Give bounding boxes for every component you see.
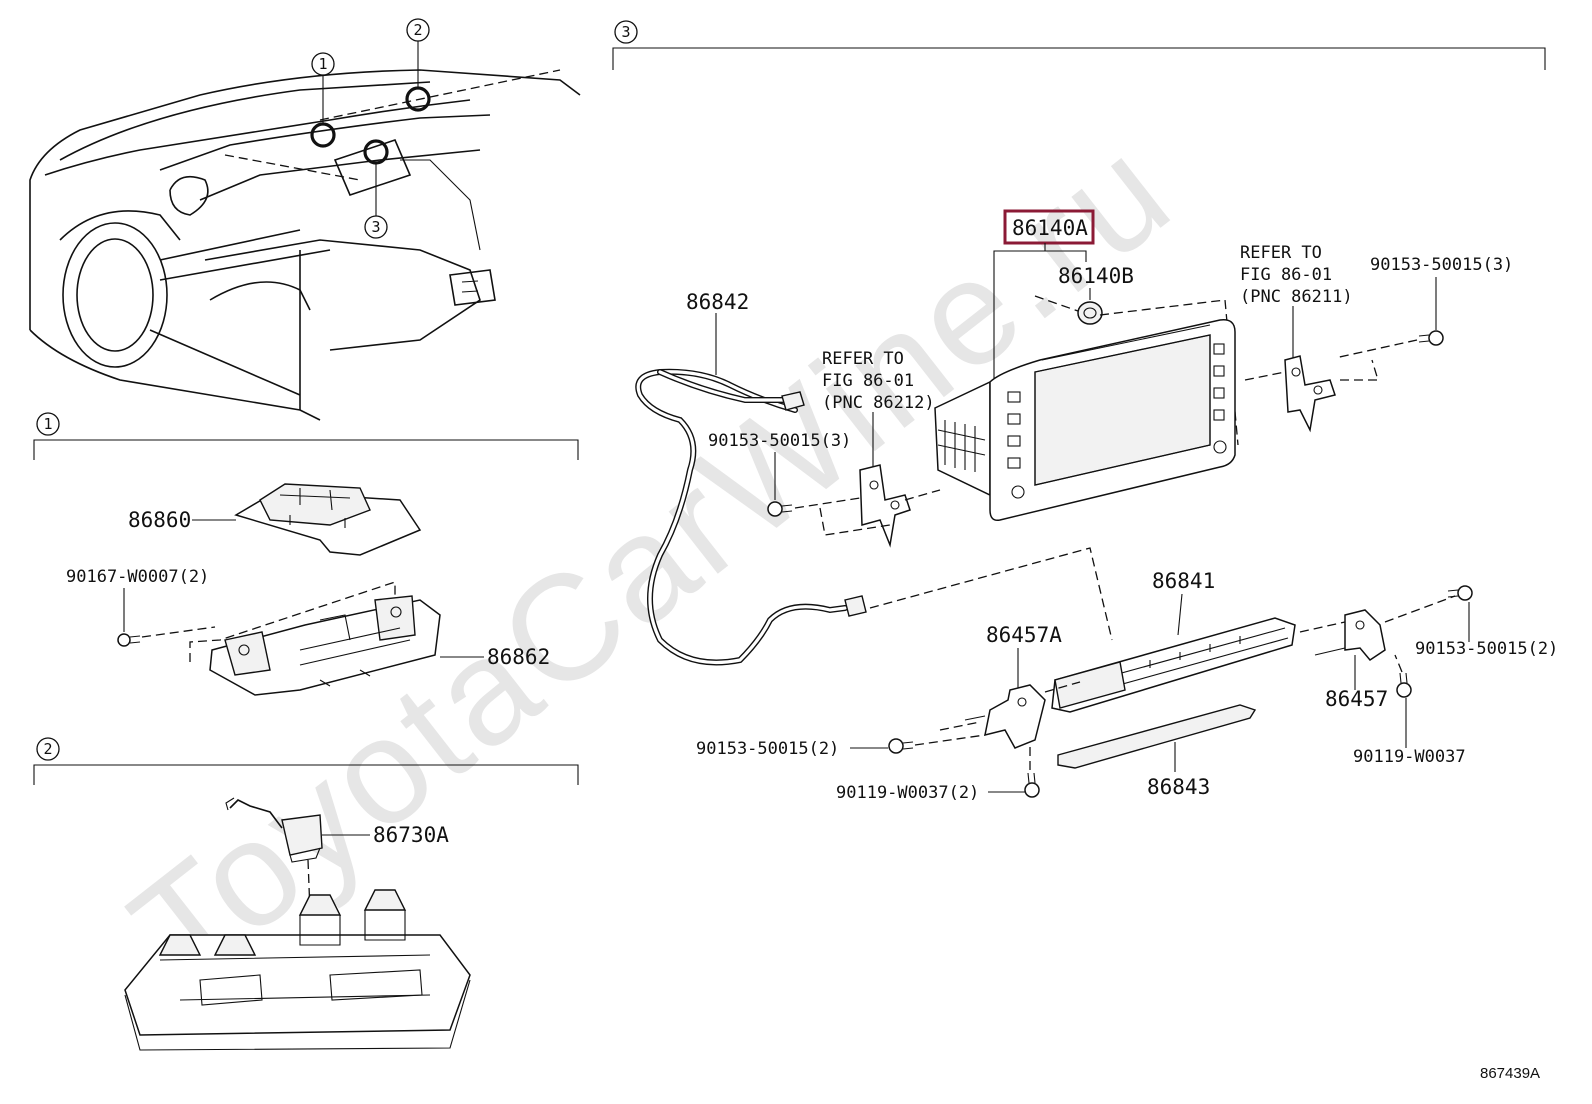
screw-90167[interactable] [117, 633, 141, 647]
label-90167-w0007[interactable]: 90167-W0007(2) [66, 567, 209, 587]
refer-note-right: REFER TO FIG 86-01 (PNC 86211) [1240, 243, 1353, 307]
part-86457A-bracket[interactable] [964, 684, 1046, 749]
highlight-86140A [1003, 209, 1095, 245]
knob-path-86140B [1034, 295, 1239, 446]
label-90153-3-right[interactable]: 90153-50015(3) [1370, 255, 1513, 275]
screw-path-90119-right [1394, 654, 1403, 673]
bolt-90153-right-bottom[interactable] [1447, 585, 1473, 601]
svg-text:(PNC 86211): (PNC 86211) [1240, 287, 1353, 307]
section-1-callout[interactable]: 1 [36, 412, 60, 436]
svg-text:REFER TO: REFER TO [1240, 243, 1322, 263]
label-90153-2-right[interactable]: 90153-50015(2) [1415, 639, 1558, 659]
bolt-path-left-top [794, 489, 941, 536]
refer-note-left: REFER TO FIG 86-01 (PNC 86212) [822, 349, 935, 413]
overhead-console [124, 889, 471, 1051]
label-86843[interactable]: 86843 [1147, 775, 1210, 799]
cable-path-86842 [869, 547, 1113, 641]
label-86842[interactable]: 86842 [686, 290, 749, 314]
screw-90119-right[interactable] [1396, 672, 1412, 698]
svg-text:1: 1 [318, 55, 327, 73]
section-1-header: 1 [33, 412, 579, 460]
section-3-header: 3 [612, 20, 1546, 70]
bolt-path-left-bottom [914, 734, 986, 746]
bolt-90153-right-top[interactable] [1418, 330, 1444, 346]
bolt-path-right-top [1244, 339, 1418, 381]
part-86841-trim-panel[interactable] [1051, 617, 1296, 713]
screw-path-90167 [141, 581, 396, 662]
label-86140A[interactable]: 86140A [1012, 216, 1088, 240]
svg-text:FIG 86-01: FIG 86-01 [1240, 265, 1332, 285]
part-86140B-knob[interactable] [1077, 301, 1103, 325]
watermark-text: ToyotaCarWine.ru [101, 104, 1201, 1015]
svg-text:1: 1 [43, 415, 52, 433]
svg-text:2: 2 [43, 740, 52, 758]
label-86841[interactable]: 86841 [1152, 569, 1215, 593]
svg-text:3: 3 [371, 218, 380, 236]
label-86730A[interactable]: 86730A [373, 823, 449, 847]
bolt-90153-left-top[interactable] [767, 501, 793, 517]
part-86140A-display-unit[interactable] [934, 319, 1236, 522]
leader-86140A [993, 243, 1046, 380]
label-86862[interactable]: 86862 [487, 645, 550, 669]
callout-2-vehicle[interactable]: 2 [406, 18, 430, 42]
svg-text:3: 3 [621, 23, 630, 41]
label-90119-w0037[interactable]: 90119-W0037 [1353, 747, 1466, 767]
label-86457[interactable]: 86457 [1325, 687, 1388, 711]
part-86730A-sensor[interactable] [225, 797, 323, 863]
part-86842-cable[interactable] [635, 368, 867, 666]
bolt-90153-left-bottom[interactable] [888, 738, 914, 754]
label-90153-2-left[interactable]: 90153-50015(2) [696, 739, 839, 759]
label-86860[interactable]: 86860 [128, 508, 191, 532]
svg-text:FIG 86-01: FIG 86-01 [822, 371, 914, 391]
section-3-callout[interactable]: 3 [614, 20, 638, 44]
path-86457A [939, 681, 1081, 731]
svg-text:2: 2 [413, 21, 422, 39]
label-90119-w0037-2[interactable]: 90119-W0037(2) [836, 783, 979, 803]
leader-86140A-b [1045, 250, 1087, 262]
left-mounting-bracket[interactable] [859, 464, 911, 548]
section-2-callout[interactable]: 2 [36, 737, 60, 761]
part-86457-bracket[interactable] [1314, 609, 1386, 661]
callout-1-vehicle[interactable]: 1 [311, 52, 335, 76]
label-86140B[interactable]: 86140B [1058, 264, 1134, 288]
leader-86841 [1177, 593, 1183, 636]
diagram-id: 867439A [1480, 1065, 1540, 1082]
label-90153-3-left[interactable]: 90153-50015(3) [708, 431, 851, 451]
part-86862-bracket[interactable] [209, 595, 441, 696]
label-86457A[interactable]: 86457A [986, 623, 1062, 647]
vehicle-cabin-illustration [29, 69, 581, 421]
part-86843-lower-trim[interactable] [1057, 704, 1257, 769]
callout-3-vehicle[interactable]: 3 [364, 215, 388, 239]
svg-text:REFER TO: REFER TO [822, 349, 904, 369]
right-mounting-bracket[interactable] [1284, 355, 1336, 433]
section-2-header: 2 [33, 737, 579, 785]
part-86860-module[interactable] [234, 483, 422, 556]
vehicle-location-markers [310, 41, 431, 216]
svg-text:(PNC 86212): (PNC 86212) [822, 393, 935, 413]
screw-90119-left[interactable] [1024, 772, 1040, 798]
path-86457 [1299, 595, 1456, 633]
